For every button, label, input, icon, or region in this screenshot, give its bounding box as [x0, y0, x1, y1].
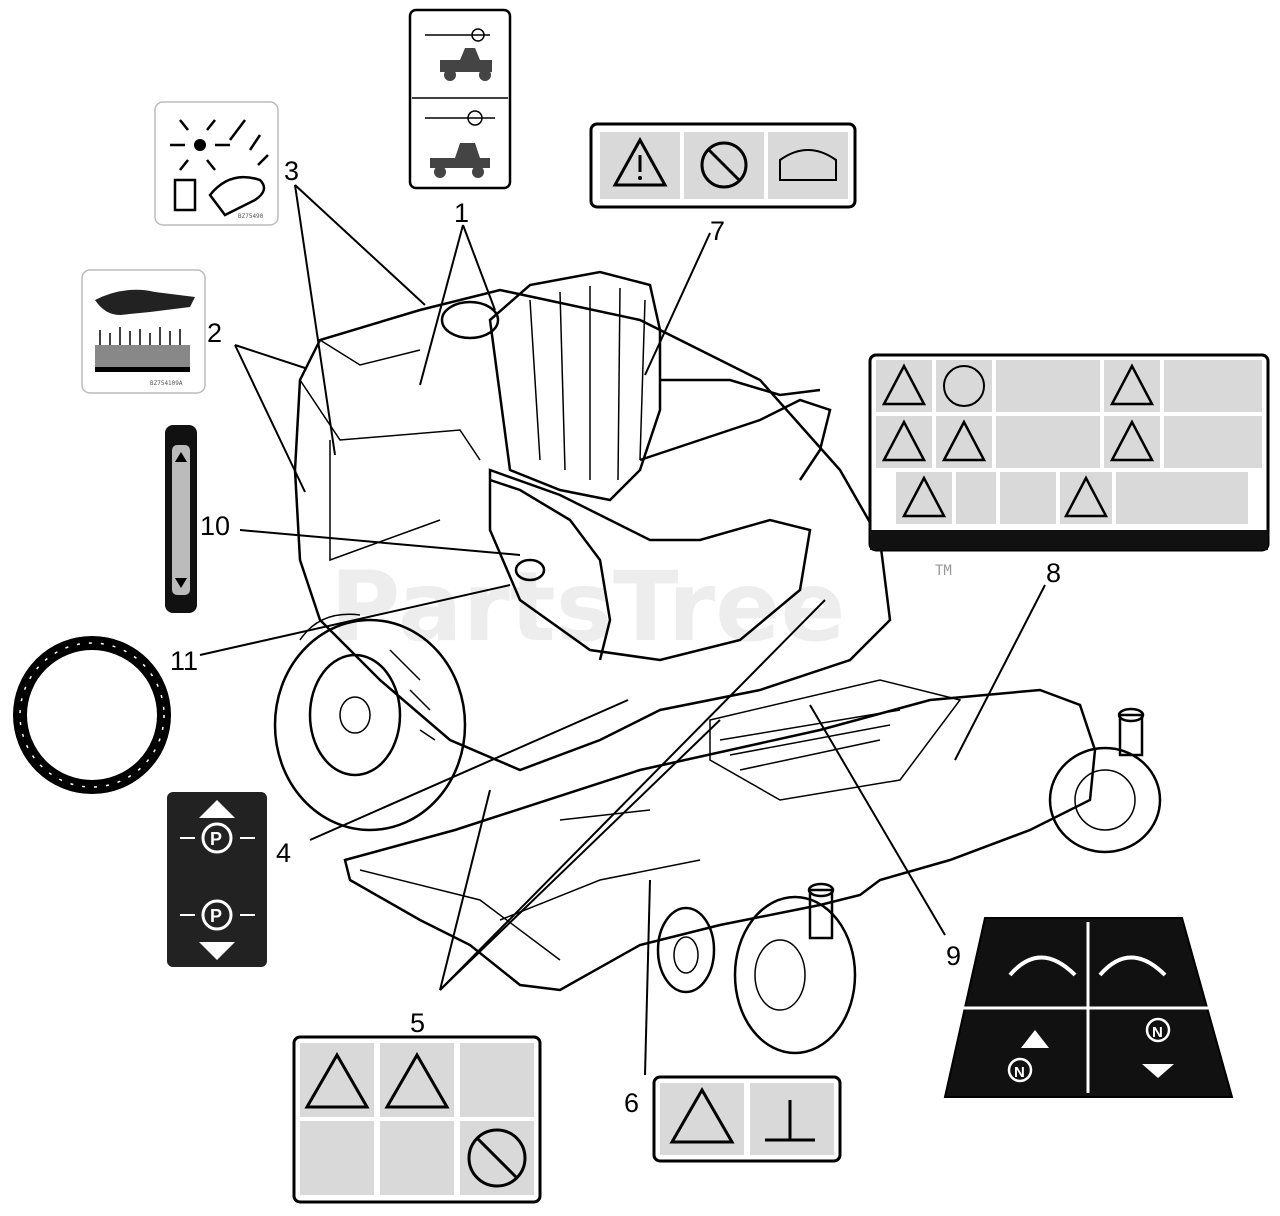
decal-8-row-2: [876, 416, 1262, 468]
mower-illustration: [273, 270, 1162, 1055]
steering-lever-left: [489, 478, 612, 661]
decal-2-part-number: BZ754109A: [150, 380, 183, 387]
callout-8: 8: [1046, 558, 1061, 588]
callout-10: 10: [200, 511, 230, 541]
decal-4: P P: [167, 792, 267, 967]
decal-8: [868, 353, 1270, 552]
callout-7: 7: [710, 216, 725, 246]
callout-5: 5: [410, 1008, 425, 1038]
parking-brake-symbol-top: P: [210, 829, 222, 849]
decal-7: [589, 122, 857, 209]
callout-11: 11: [170, 646, 198, 676]
callout-3: 3: [284, 156, 299, 186]
steering-lever-right: [639, 398, 832, 481]
neutral-symbol-left: N: [1014, 1064, 1025, 1081]
callout-2: 2: [207, 318, 222, 348]
decal-3-part-number: BZ75490: [238, 213, 264, 220]
decal-9: N N: [943, 917, 1234, 1098]
callout-numbers: 1 2 3 4 5 6 7 8 9 10 11: [170, 156, 1061, 1118]
decal-3: BZ75490: [154, 101, 279, 226]
operator-seat: [488, 270, 812, 662]
callout-4: 4: [276, 838, 291, 868]
caster-wheel-right: [1048, 707, 1162, 854]
callout-9: 9: [946, 941, 961, 971]
parking-brake-symbol-bottom: P: [210, 906, 222, 926]
trademark: TM: [935, 563, 952, 579]
callout-6: 6: [624, 1088, 639, 1118]
chassis-body: [293, 288, 892, 772]
leader-lines: [199, 184, 1046, 1076]
fuel-cap: [514, 558, 546, 582]
callout-1: 1: [454, 198, 469, 228]
decal-11: [13, 636, 171, 794]
neutral-symbol-right: N: [1152, 1024, 1163, 1041]
decal-6: [652, 1075, 842, 1163]
decal-5: [292, 1035, 542, 1204]
caster-wheel-front: [656, 882, 857, 1055]
decal-10: [165, 425, 197, 613]
decal-8-row-1: [876, 360, 1262, 412]
mower-deck: [343, 688, 1097, 992]
decal-2: BZ754109A: [81, 269, 206, 394]
watermark: PartsTree: [330, 551, 845, 663]
decal-8-row-3: [896, 472, 1248, 524]
decal-1: [408, 8, 512, 190]
